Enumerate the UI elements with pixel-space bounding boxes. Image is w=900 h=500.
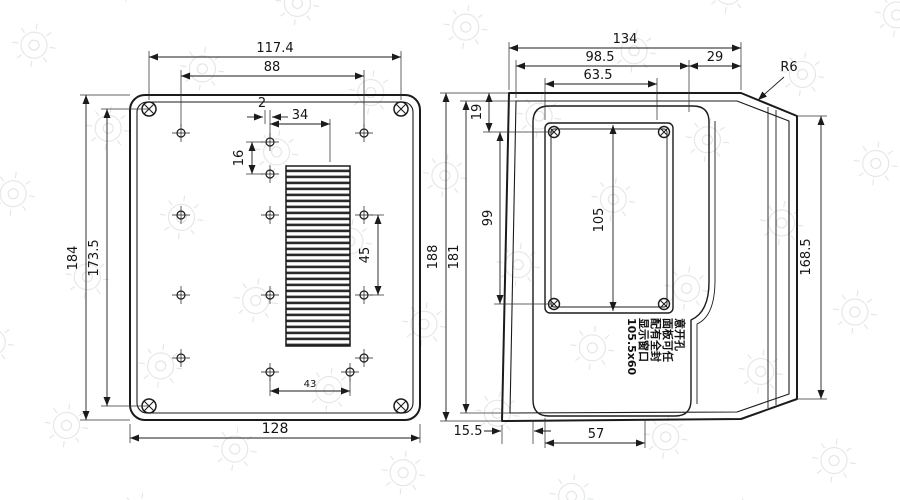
dim-top-outer: 117.4 [256, 41, 293, 56]
dim-top-mid: 98.5 [586, 50, 615, 65]
dim-bottom-pair: 43 [304, 379, 317, 390]
dim-top-outer-right: 134 [613, 32, 638, 47]
note-line-1: 105.5x60 [625, 318, 638, 376]
dim-window-top: 63.5 [584, 68, 613, 83]
dim-side-inner-right: 181 [447, 245, 462, 270]
vent-grille [285, 165, 351, 347]
note-line-5: 意开孔 [673, 318, 687, 351]
dim-bottom-outer: 128 [262, 421, 289, 437]
dim-corner-radius: R6 [780, 60, 797, 75]
right-view: 105.5x60 显示窗口 配有全封 面板可任 意开孔 [426, 32, 827, 448]
panel-outline [129, 94, 421, 421]
note-line-2: 显示窗口 [637, 318, 651, 362]
dim-top-right: 29 [707, 50, 724, 65]
dim-side-outer-right: 188 [426, 245, 441, 270]
dim-bottom-offset: 15.5 [454, 424, 483, 439]
display-window [544, 122, 674, 314]
dim-bottom-width: 57 [588, 427, 605, 442]
dim-hole-span: 34 [292, 108, 309, 123]
dim-window-height: 105 [592, 208, 607, 233]
dim-side-outer: 184 [66, 246, 81, 271]
right-view-dimensions: 188 181 19 99 105 134 98.5 63.5 29 R6 16… [426, 32, 827, 448]
window-note: 105.5x60 显示窗口 配有全封 面板可任 意开孔 [625, 318, 687, 376]
dim-right-side: 168.5 [799, 238, 814, 275]
dim-screw-span: 99 [481, 210, 496, 227]
dim-top-offset: 19 [470, 104, 485, 121]
left-view-dimensions: 184 173.5 117.4 88 2 34 16 45 43 128 [66, 41, 421, 443]
dim-offset: 2 [258, 96, 266, 111]
note-line-4: 面板可任 [661, 318, 675, 362]
dim-right-span: 45 [358, 247, 373, 264]
dim-top-inner: 88 [264, 60, 281, 75]
left-view: 184 173.5 117.4 88 2 34 16 45 43 128 [66, 41, 421, 443]
note-line-3: 配有全封 [649, 318, 663, 362]
dim-hole-gap: 16 [232, 150, 247, 167]
dim-side-inner: 173.5 [87, 239, 102, 276]
